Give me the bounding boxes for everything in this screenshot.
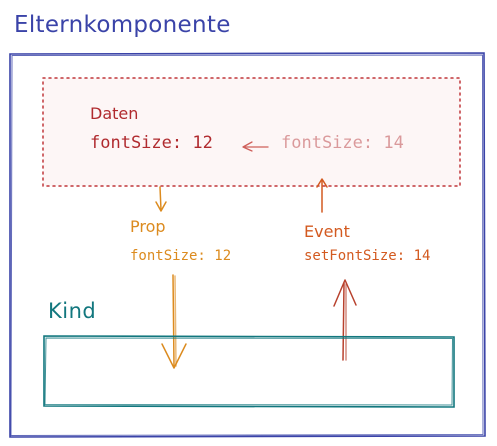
data-label: Daten — [90, 104, 139, 123]
prop-label: Prop — [130, 217, 166, 236]
child-component-box — [43, 335, 455, 408]
prop-small-arrow — [155, 186, 167, 212]
event-up-arrow — [333, 279, 357, 361]
parent-component-title: Elternkomponente — [14, 12, 231, 38]
prop-down-arrow — [161, 274, 187, 369]
new-data-value: fontSize: 14 — [281, 133, 404, 153]
event-small-arrow — [316, 178, 328, 213]
event-value: setFontSize: 14 — [304, 248, 431, 264]
state-update-arrow — [242, 141, 269, 152]
child-component-label: Kind — [48, 299, 97, 323]
event-label: Event — [304, 222, 350, 241]
data-value: fontSize: 12 — [90, 133, 213, 153]
parent-component-box — [9, 52, 486, 438]
state-data-box — [42, 77, 461, 187]
prop-value: fontSize: 12 — [130, 248, 232, 264]
